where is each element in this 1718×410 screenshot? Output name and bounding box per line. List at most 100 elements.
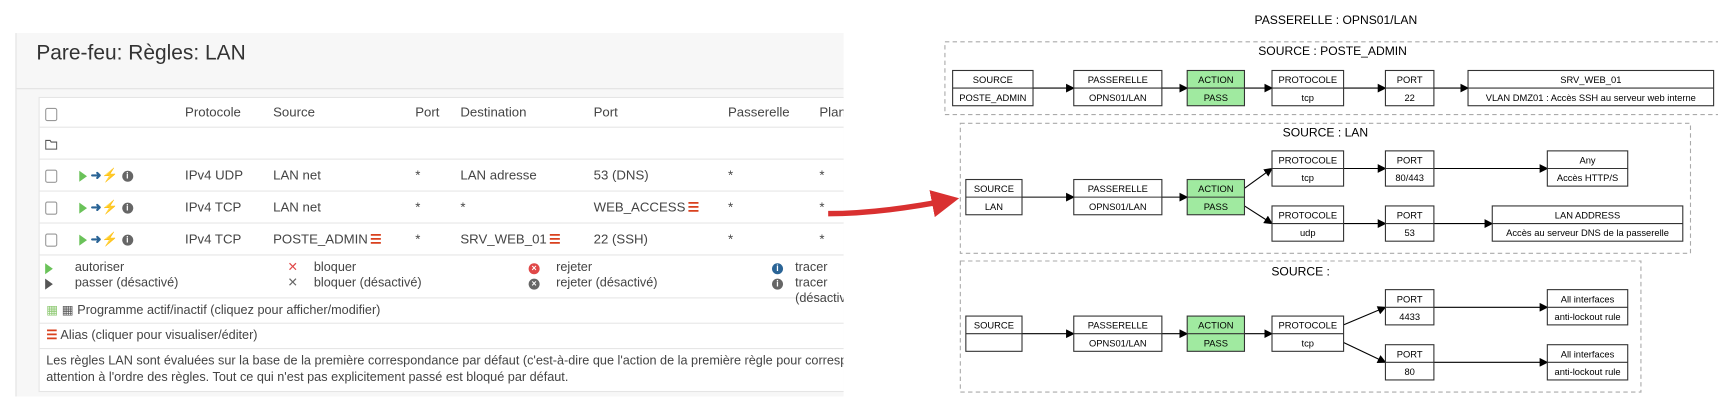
pass-icon: [45, 263, 53, 275]
rule-schedule: *: [819, 231, 825, 247]
node-value: LAN: [985, 202, 1003, 212]
alias-icon[interactable]: ☰: [370, 231, 382, 247]
node-value: OPNS01/LAN: [1089, 93, 1147, 103]
table-row[interactable]: ➜⚡ i IPv4 TCP LAN net * * WEB_ACCESS☰ * …: [39, 192, 844, 224]
alias-list-icon: ☰: [46, 329, 58, 343]
node-value: POSTE_ADMIN: [959, 93, 1026, 103]
rule-icons: ➜⚡ i: [79, 224, 133, 255]
node-value: OPNS01/LAN: [1089, 338, 1147, 348]
flow-node: All interfaces anti-lockout rule: [1546, 344, 1629, 381]
node-value: tcp: [1302, 338, 1315, 348]
node-header: SOURCE: [974, 321, 1014, 331]
quick-lightning-icon: ⚡: [101, 231, 119, 247]
alias-icon[interactable]: ☰: [548, 231, 561, 247]
row-checkbox[interactable]: [45, 169, 58, 183]
divider: [16, 88, 844, 90]
pass-icon[interactable]: [79, 202, 88, 214]
node-value: Accès HTTP/S: [1557, 173, 1618, 183]
direction-in-icon: ➜: [90, 199, 102, 215]
log-icon[interactable]: i: [121, 234, 133, 246]
rule-dest-port: 22 (SSH): [594, 224, 648, 255]
node-header: PORT: [1397, 75, 1423, 85]
log-icon[interactable]: i: [121, 202, 133, 214]
cluster-border: [959, 122, 1692, 254]
schedule-note: ▦ ▦ Programme actif/inactif (cliquez pou…: [39, 298, 844, 324]
flow-node: PROTOCOLE tcp: [1271, 69, 1345, 107]
node-header: PROTOCOLE: [1278, 75, 1337, 85]
rule-source: LAN net: [273, 160, 321, 191]
diagram-title: PASSERELLE : OPNS01/LAN: [1255, 13, 1418, 27]
table-row[interactable]: ➜⚡ i IPv4 TCP POSTE_ADMIN☰ * SRV_WEB_01☰…: [39, 224, 844, 256]
node-value: udp: [1300, 228, 1316, 238]
col-port: Port: [415, 104, 440, 121]
destination-text: SRV_WEB_01: [460, 231, 547, 247]
rule-port: *: [415, 167, 421, 183]
node-value: anti-lockout rule: [1554, 367, 1620, 377]
rule-schedule: *: [819, 199, 825, 215]
cluster-label: SOURCE : POSTE_ADMIN: [1258, 44, 1407, 58]
node-header: Any: [1579, 156, 1595, 166]
table-row[interactable]: ➜⚡ i IPv4 UDP LAN net * LAN adresse 53 (…: [39, 160, 844, 192]
node-value: PASS: [1204, 93, 1228, 103]
source-text: LAN net: [273, 199, 321, 215]
node-header: PASSERELLE: [1088, 184, 1148, 194]
rules-info-text: Les règles LAN sont évaluées sur la base…: [40, 349, 843, 391]
quick-lightning-icon: ⚡: [101, 167, 119, 183]
node-header: PASSERELLE: [1088, 321, 1148, 331]
node-value: PASS: [1204, 338, 1228, 348]
legend-allow: autoriser: [74, 261, 125, 275]
reject-disabled-icon: ×: [528, 278, 540, 290]
schedule-note-text: Programme actif/inactif (cliquez pour af…: [77, 303, 381, 318]
node-value: VLAN DMZ01 : Accès SSH au serveur web in…: [1486, 93, 1696, 103]
folder-icon[interactable]: [45, 128, 58, 159]
node-header: LAN ADDRESS: [1555, 211, 1621, 221]
source-text: POSTE_ADMIN: [273, 231, 368, 247]
rule-schedule: *: [819, 167, 825, 183]
node-value: tcp: [1302, 93, 1315, 103]
calendar-inactive-icon: ▦: [61, 303, 74, 318]
dest-port-text: 53 (DNS): [593, 167, 649, 183]
flow-edge: [1244, 167, 1273, 189]
legend-reject-disabled: rejeter (désactivé): [556, 276, 658, 290]
pass-icon[interactable]: [79, 234, 88, 246]
pass-icon[interactable]: [79, 170, 88, 182]
rule-gateway: *: [727, 231, 734, 247]
cluster-label: SOURCE : LAN: [1283, 126, 1368, 140]
rule-gateway: *: [727, 199, 734, 215]
rule-protocol: IPv4 TCP: [185, 199, 242, 215]
source-text: LAN net: [273, 167, 321, 183]
node-header: All interfaces: [1561, 349, 1615, 359]
node-header: SRV_WEB_01: [1560, 75, 1621, 85]
table-header: Protocole Source Port Destination Port P…: [39, 98, 844, 128]
cluster-border: [944, 41, 1718, 116]
node-header: PASSERELLE: [1088, 75, 1148, 85]
log-icon[interactable]: i: [121, 170, 133, 182]
col-protocol: Protocole: [185, 104, 241, 121]
select-all-checkbox[interactable]: [45, 107, 58, 122]
node-header: PORT: [1397, 211, 1423, 221]
direction-in-icon: ➜: [90, 167, 102, 183]
row-checkbox[interactable]: [45, 233, 58, 247]
block-disabled-icon: ✕: [287, 276, 299, 290]
flow-node: PASSERELLE OPNS01/LAN: [1073, 178, 1163, 216]
node-value: 22: [1404, 93, 1414, 103]
row-checkbox[interactable]: [45, 201, 58, 215]
rule-protocol: IPv4 TCP: [185, 231, 242, 247]
node-value: PASS: [1204, 202, 1228, 212]
alias-icon[interactable]: ☰: [687, 199, 700, 215]
rule-icons: ➜⚡ i: [79, 192, 133, 223]
node-value: OPNS01/LAN: [1089, 202, 1147, 212]
cluster-label: SOURCE :: [1271, 264, 1330, 278]
